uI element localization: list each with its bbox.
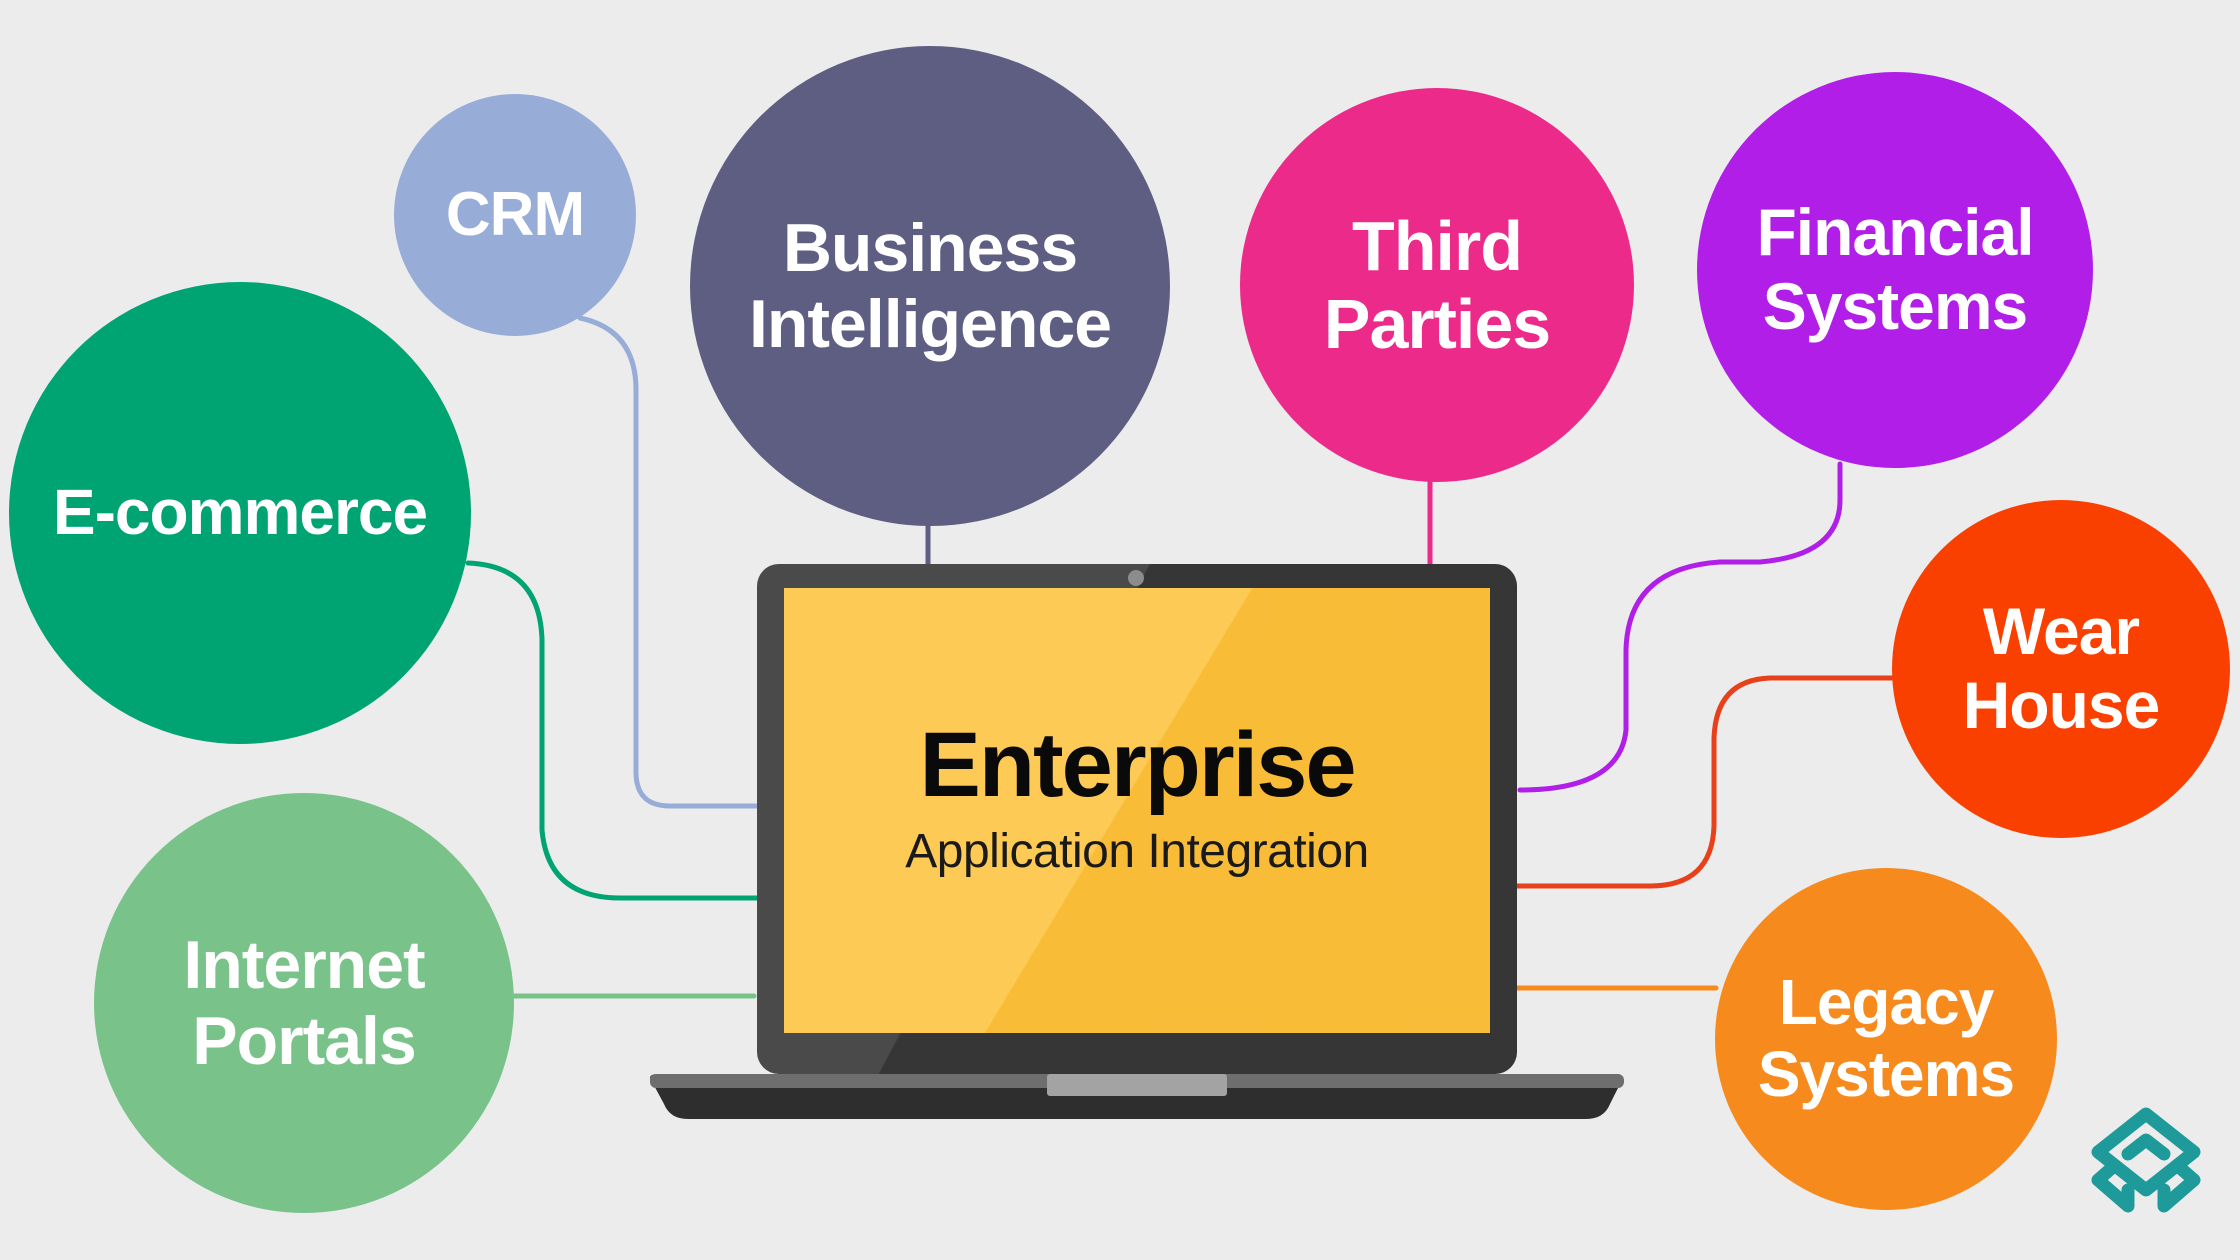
connector-crm bbox=[577, 315, 760, 809]
node-internet-portals: Internet Portals bbox=[94, 793, 514, 1213]
brand-logo-icon bbox=[2091, 1107, 2201, 1213]
node-third-parties: Third Parties bbox=[1240, 88, 1634, 482]
webcam-icon bbox=[1128, 570, 1144, 586]
node-third-parties-line2: Parties bbox=[1323, 285, 1551, 363]
node-e-commerce-label: E-commerce bbox=[52, 476, 428, 549]
node-internet-portals-line2: Portals bbox=[192, 1003, 417, 1079]
node-business-intelligence: Business Intelligence bbox=[690, 46, 1170, 526]
node-wear-house-line2: House bbox=[1962, 668, 2161, 742]
center-subtitle: Application Integration bbox=[905, 824, 1369, 878]
node-crm: CRM bbox=[394, 94, 636, 336]
node-e-commerce: E-commerce bbox=[9, 282, 471, 744]
node-legacy-systems-line2: Systems bbox=[1757, 1038, 2015, 1110]
node-internet-portals-line1: Internet bbox=[183, 926, 425, 1003]
node-wear-house: Wear House bbox=[1892, 500, 2230, 838]
connector-financial-systems bbox=[1517, 461, 1843, 793]
laptop-base bbox=[650, 1074, 1624, 1119]
node-legacy-systems-line1: Legacy bbox=[1778, 966, 1995, 1039]
laptop-bezel: Enterprise Application Integration bbox=[757, 564, 1517, 1074]
node-financial-systems: Financial Systems bbox=[1697, 72, 2093, 468]
laptop-screen: Enterprise Application Integration bbox=[784, 588, 1490, 1033]
node-legacy-systems: Legacy Systems bbox=[1715, 868, 2057, 1210]
node-crm-label: CRM bbox=[445, 180, 585, 250]
node-business-intelligence-line2: Intelligence bbox=[748, 286, 1112, 362]
connector-wear-house bbox=[1514, 675, 1895, 889]
center-label: Enterprise Application Integration bbox=[784, 588, 1490, 1033]
center-title: Enterprise bbox=[919, 713, 1356, 816]
node-financial-systems-line2: Systems bbox=[1762, 269, 2029, 343]
node-third-parties-line1: Third bbox=[1352, 206, 1523, 285]
node-financial-systems-line1: Financial bbox=[1756, 195, 2034, 270]
node-wear-house-line1: Wear bbox=[1982, 594, 2140, 669]
node-business-intelligence-line1: Business bbox=[782, 209, 1078, 286]
connector-e-commerce bbox=[465, 560, 760, 901]
